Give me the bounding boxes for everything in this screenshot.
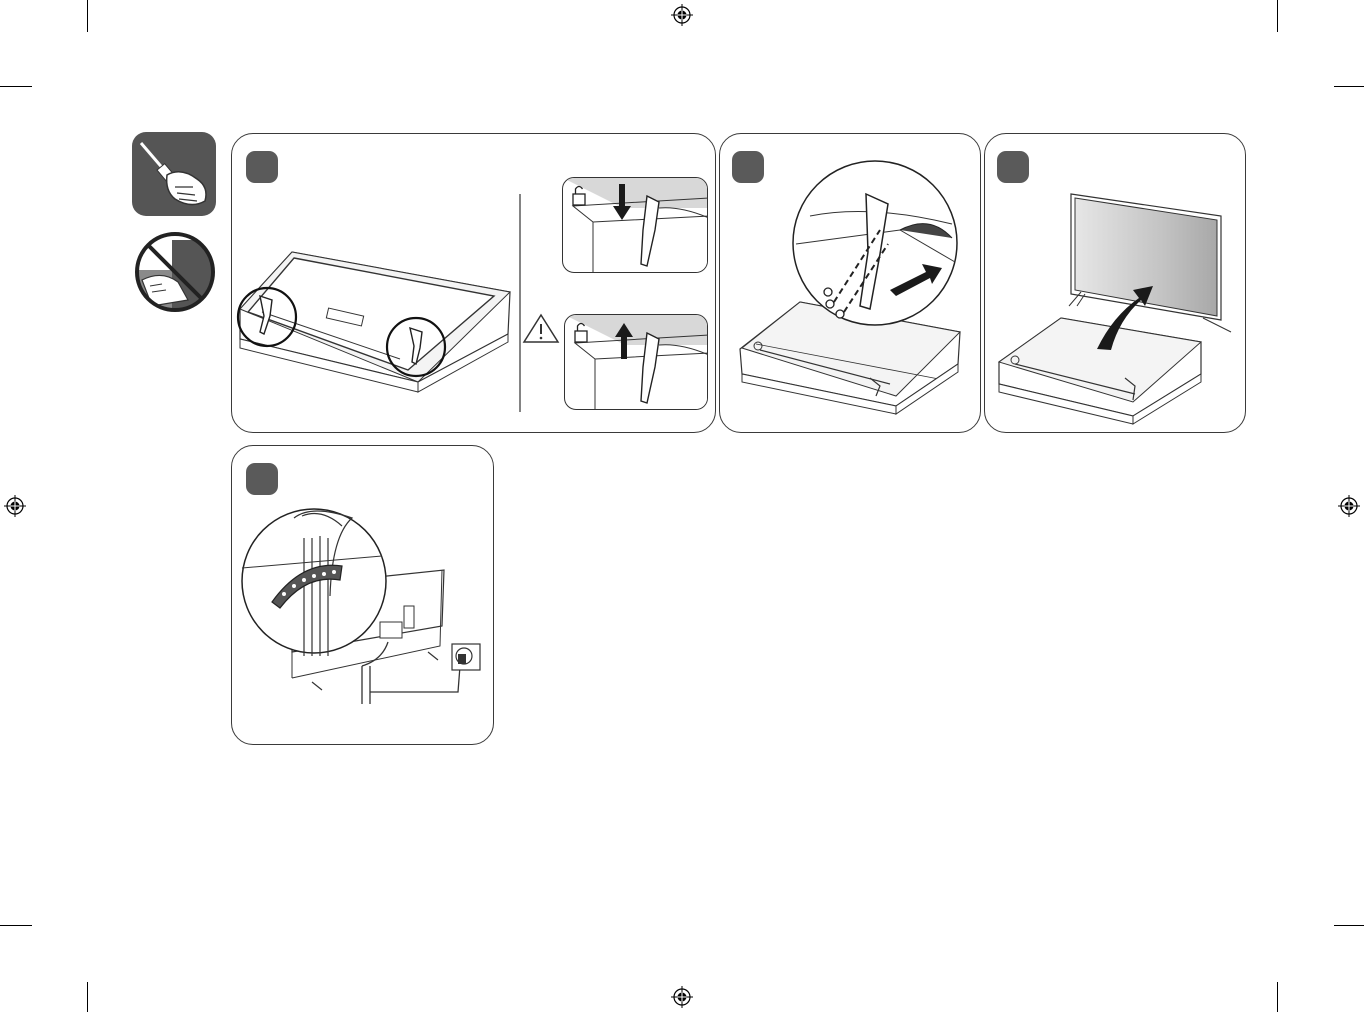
crop-mark-right-bottom xyxy=(1334,925,1364,926)
cable-management-illustration xyxy=(232,446,494,745)
crop-mark-top-right xyxy=(1277,0,1278,32)
padlock-icon xyxy=(573,187,585,206)
registration-mark-icon xyxy=(671,986,693,1008)
crop-mark-bottom-left xyxy=(87,982,88,1012)
stand-remove-inset xyxy=(564,314,708,410)
stand-insert-inset xyxy=(562,177,708,273)
registration-mark-icon xyxy=(4,495,26,517)
no-touch-screen-icon xyxy=(132,230,218,314)
step-4-panel xyxy=(231,445,494,745)
screw-stand-illustration xyxy=(720,134,981,433)
crop-mark-right-top xyxy=(1334,86,1364,87)
step-3-panel xyxy=(984,133,1246,433)
padlock-icon xyxy=(575,324,587,343)
screwdriver-hand-icon xyxy=(131,131,217,217)
step-1-panel xyxy=(231,133,716,433)
crop-mark-bottom-right xyxy=(1277,982,1278,1012)
lift-tv-illustration xyxy=(985,134,1246,433)
registration-mark-icon xyxy=(1338,495,1360,517)
registration-mark-icon xyxy=(671,4,693,26)
crop-mark-left-top xyxy=(0,86,32,87)
step-2-panel xyxy=(719,133,981,433)
warning-triangle-icon xyxy=(524,315,558,342)
crop-mark-top-left xyxy=(87,0,88,32)
crop-mark-left-bottom xyxy=(0,925,32,926)
